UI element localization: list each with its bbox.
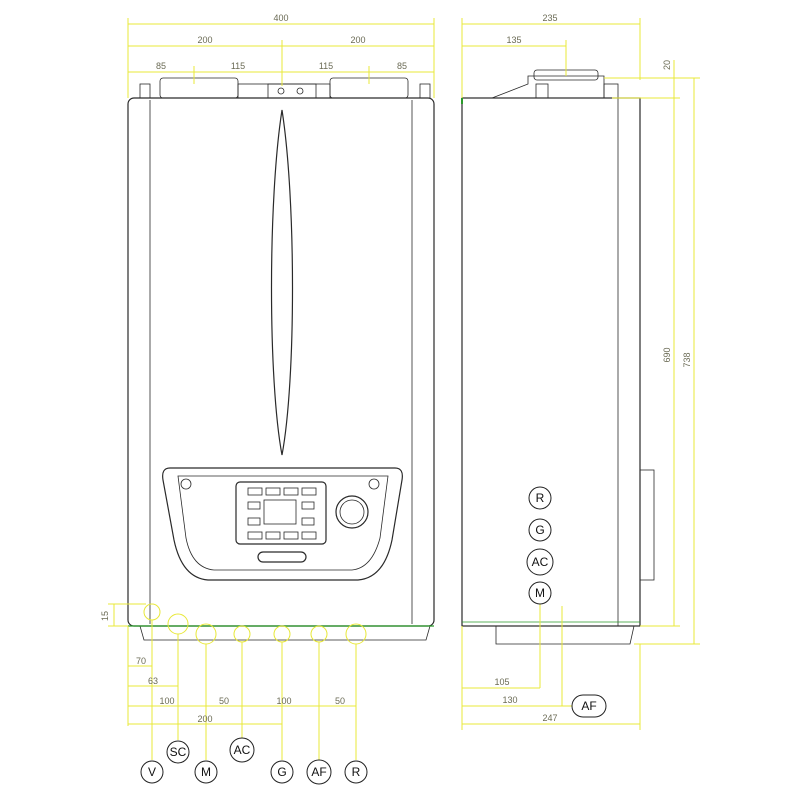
svg-text:G: G bbox=[535, 523, 544, 537]
connection-label-r: R bbox=[344, 760, 368, 784]
side-connection-labels: R G AC M bbox=[526, 486, 563, 706]
connection-label-m: M bbox=[194, 760, 218, 784]
dim-front-right-edge: 85 bbox=[397, 61, 407, 71]
svg-text:AF: AF bbox=[311, 765, 326, 779]
connection-label-ac: AC bbox=[229, 737, 255, 763]
svg-text:G: G bbox=[277, 765, 286, 779]
dim-front-width: 400 bbox=[273, 13, 288, 23]
dim-front-50b: 50 bbox=[335, 696, 345, 706]
dim-front-70: 70 bbox=[136, 656, 146, 666]
dim-front-half-left: 200 bbox=[197, 35, 212, 45]
svg-text:V: V bbox=[148, 765, 156, 779]
dim-front-100b: 100 bbox=[276, 696, 291, 706]
side-top-dimensions: 235 135 bbox=[461, 13, 641, 98]
connection-label-sc: SC bbox=[166, 740, 190, 764]
dim-side-overall-height: 738 bbox=[682, 352, 692, 367]
connection-label-af: AF bbox=[306, 759, 332, 785]
brand-plate bbox=[257, 551, 307, 563]
front-view bbox=[127, 77, 435, 645]
svg-text:AC: AC bbox=[532, 555, 549, 569]
dim-side-depth: 235 bbox=[542, 13, 557, 23]
dim-front-left-edge: 85 bbox=[156, 61, 166, 71]
dim-front-200: 200 bbox=[197, 714, 212, 724]
control-panel bbox=[162, 467, 403, 581]
front-left-dimension: 15 bbox=[100, 603, 146, 627]
front-bottom-dimensions: 70 63 100 50 100 50 200 bbox=[127, 620, 357, 760]
svg-text:R: R bbox=[352, 765, 361, 779]
dim-side-247: 247 bbox=[542, 713, 557, 723]
side-right-dimensions: 20 690 738 bbox=[604, 60, 700, 645]
connection-label-v: V bbox=[140, 760, 164, 784]
side-casing bbox=[461, 97, 641, 627]
side-label-r: R bbox=[528, 486, 552, 510]
front-connection-labels: V SC M AC G AF R bbox=[140, 737, 368, 785]
dim-front-63: 63 bbox=[148, 676, 158, 686]
dim-side-130: 130 bbox=[502, 695, 517, 705]
svg-text:AC: AC bbox=[234, 743, 251, 757]
dim-side-105: 105 bbox=[494, 677, 509, 687]
connection-label-g: G bbox=[270, 760, 294, 784]
front-casing bbox=[127, 97, 435, 627]
dim-front-right-inner: 115 bbox=[319, 61, 333, 71]
svg-text:M: M bbox=[535, 586, 545, 600]
dim-side-body-height: 690 bbox=[662, 347, 672, 362]
dim-front-bottom-offset: 15 bbox=[100, 611, 110, 621]
dim-front-100: 100 bbox=[159, 696, 174, 706]
side-label-g: G bbox=[528, 518, 552, 542]
control-display bbox=[235, 481, 327, 545]
side-view bbox=[461, 69, 655, 645]
dim-side-top-gap: 20 bbox=[662, 60, 672, 70]
dim-side-offset: 135 bbox=[506, 35, 521, 45]
svg-text:M: M bbox=[201, 765, 211, 779]
side-label-m: M bbox=[528, 581, 552, 605]
svg-text:AF: AF bbox=[581, 699, 596, 713]
svg-text:SC: SC bbox=[170, 745, 187, 759]
svg-text:R: R bbox=[536, 491, 545, 505]
control-knob bbox=[335, 495, 369, 529]
dim-front-50a: 50 bbox=[219, 696, 229, 706]
side-label-af: AF bbox=[571, 694, 607, 718]
dim-front-left-inner: 115 bbox=[231, 61, 245, 71]
front-top-dimensions: 400 200 200 85 115 115 85 bbox=[127, 13, 435, 98]
dim-front-half-right: 200 bbox=[350, 35, 365, 45]
side-label-ac: AC bbox=[526, 548, 554, 576]
side-bottom-dimensions: 105 130 247 AF bbox=[461, 626, 641, 730]
